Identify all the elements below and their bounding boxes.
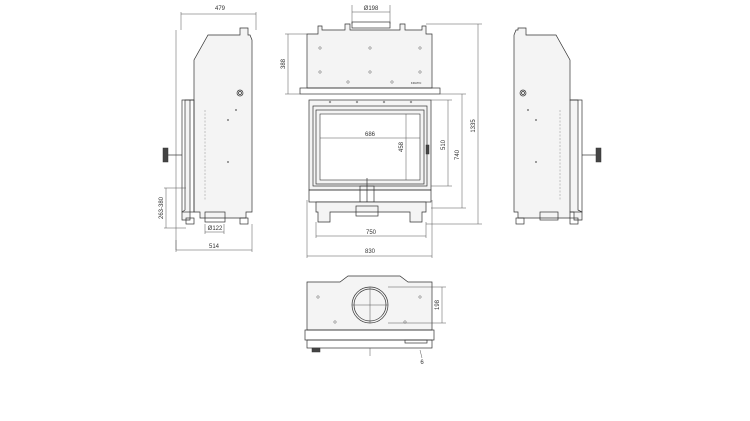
top-view: 198 6 [304, 275, 446, 366]
front-hood [306, 23, 433, 89]
right-side-body [513, 27, 583, 221]
dim-flue-diameter: Ø198 [364, 6, 379, 12]
right-side-view [513, 27, 602, 225]
dim-front-width-outer: 830 [365, 249, 376, 255]
front-view: Ø198 KRATKI 686 45 [281, 5, 482, 258]
dim-small-mark: 6 [420, 360, 424, 366]
dim-glass-height: 458 [399, 141, 405, 152]
front-base [315, 201, 427, 223]
brand-badge: KRATKI [411, 81, 422, 85]
dim-firebox-height: 740 [455, 149, 461, 160]
dim-door-height: 510 [441, 139, 447, 150]
front-glass [319, 113, 421, 181]
right-handle [595, 147, 602, 163]
dim-top-flue: 198 [435, 299, 441, 310]
dim-total-height: 1335 [471, 119, 477, 133]
dim-front-width-inner: 750 [366, 230, 377, 236]
dim-total-depth: 514 [209, 244, 220, 250]
side-body [181, 27, 253, 221]
side-handle [162, 147, 169, 163]
dim-inlet-height-range: 263-380 [159, 196, 165, 219]
dim-inlet-diameter: Ø122 [208, 226, 223, 232]
top-view-body [306, 275, 433, 331]
front-handle [425, 144, 430, 155]
dim-glass-width: 686 [365, 132, 376, 138]
dim-hood-height: 388 [281, 58, 287, 69]
dim-side-depth-top: 479 [215, 6, 226, 12]
left-side-view: 479 263-380 Ø122 514 [159, 6, 257, 252]
